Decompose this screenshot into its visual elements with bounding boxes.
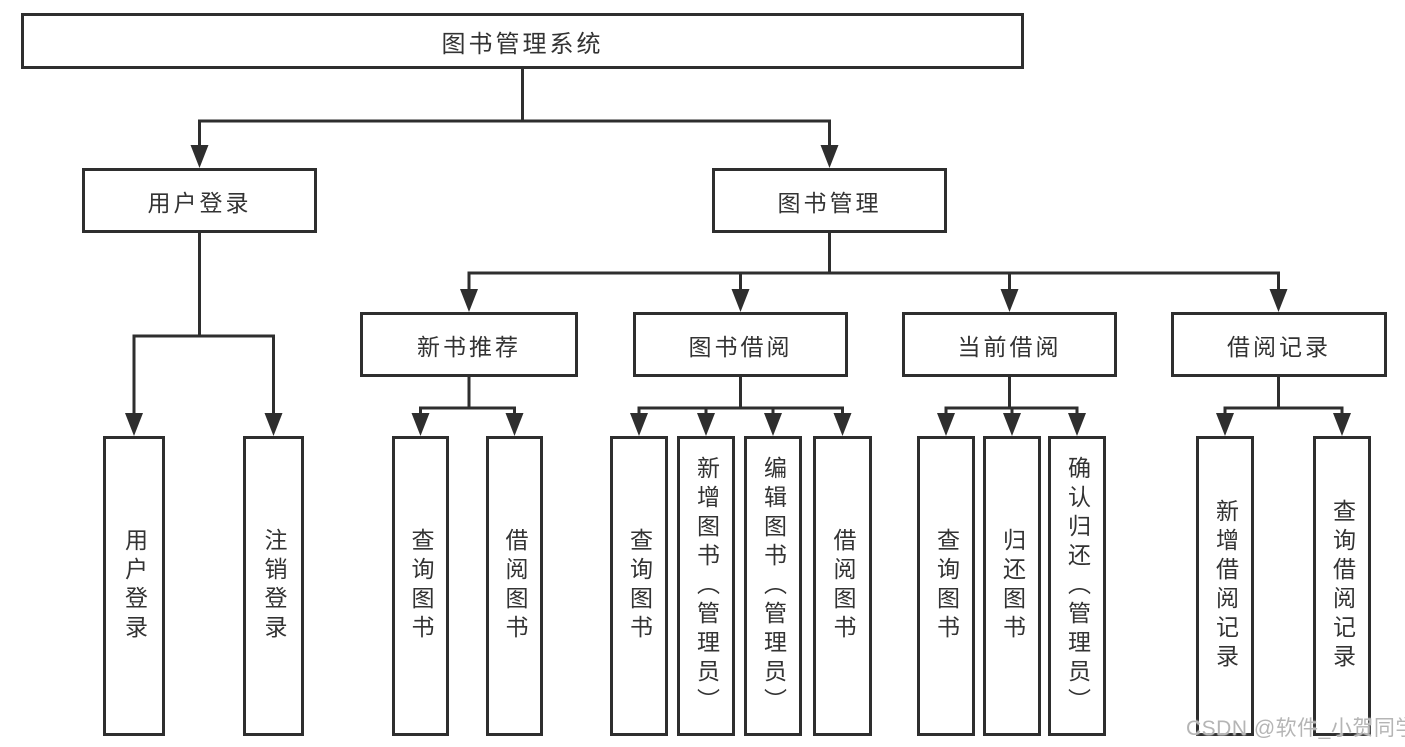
node-new-book-recommend: 新书推荐	[360, 312, 578, 377]
csdn-watermark: CSDN @软件_小贺同学	[1186, 717, 1405, 740]
node-current-borrowing: 当前借阅	[902, 312, 1117, 377]
leaf-borrowing-query-books-label: 查询图书	[626, 528, 653, 644]
leaf-records-query-borrow-record-label: 查询借阅记录	[1329, 499, 1356, 673]
leaf-records-query-borrow-record: 查询借阅记录	[1313, 436, 1371, 736]
leaf-borrowing-add-books-admin: 新增图书（管理员）	[677, 436, 735, 736]
node-borrow-records: 借阅记录	[1171, 312, 1387, 377]
leaf-logout-label: 注销登录	[261, 528, 287, 644]
leaf-current-query-books-label: 查询图书	[933, 528, 960, 644]
leaf-borrowing-add-books-admin-label: 新增图书（管理员）	[693, 455, 720, 717]
leaf-borrowing-edit-books-admin-label: 编辑图书（管理员）	[760, 455, 787, 717]
leaf-user-login-label: 用户登录	[121, 528, 148, 644]
node-user-login-branch: 用户登录	[82, 168, 317, 233]
node-borrow-records-label: 借阅记录	[1227, 333, 1331, 360]
leaf-current-return-books: 归还图书	[983, 436, 1041, 736]
node-library-management-system-label: 图书管理系统	[441, 30, 604, 58]
leaf-records-add-borrow-record: 新增借阅记录	[1196, 436, 1254, 736]
leaf-records-add-borrow-record-label: 新增借阅记录	[1212, 499, 1239, 673]
leaf-user-login: 用户登录	[103, 436, 165, 736]
node-new-book-recommend-label: 新书推荐	[417, 333, 521, 360]
leaf-newbook-query-books: 查询图书	[392, 436, 449, 736]
leaf-current-confirm-return-admin-label: 确认归还（管理员）	[1064, 455, 1091, 717]
node-book-management: 图书管理	[712, 168, 947, 233]
leaf-newbook-borrow-books: 借阅图书	[486, 436, 543, 736]
leaf-borrowing-borrow-books-label: 借阅图书	[830, 528, 856, 644]
leaf-newbook-borrow-books-label: 借阅图书	[502, 528, 528, 644]
leaf-current-query-books: 查询图书	[917, 436, 975, 736]
leaf-borrowing-borrow-books: 借阅图书	[813, 436, 872, 736]
node-book-borrowing-label: 图书借阅	[688, 333, 793, 360]
leaf-current-return-books-label: 归还图书	[999, 528, 1026, 644]
node-current-borrowing-label: 当前借阅	[957, 333, 1062, 360]
node-library-management-system: 图书管理系统	[21, 13, 1024, 69]
leaf-borrowing-edit-books-admin: 编辑图书（管理员）	[744, 436, 802, 736]
node-book-borrowing: 图书借阅	[633, 312, 848, 377]
leaf-current-confirm-return-admin: 确认归还（管理员）	[1048, 436, 1106, 736]
leaf-borrowing-query-books: 查询图书	[610, 436, 668, 736]
node-user-login-branch-label: 用户登录	[147, 189, 252, 216]
node-book-management-label: 图书管理	[777, 189, 882, 216]
leaf-newbook-query-books-label: 查询图书	[408, 528, 434, 644]
leaf-logout: 注销登录	[243, 436, 304, 736]
